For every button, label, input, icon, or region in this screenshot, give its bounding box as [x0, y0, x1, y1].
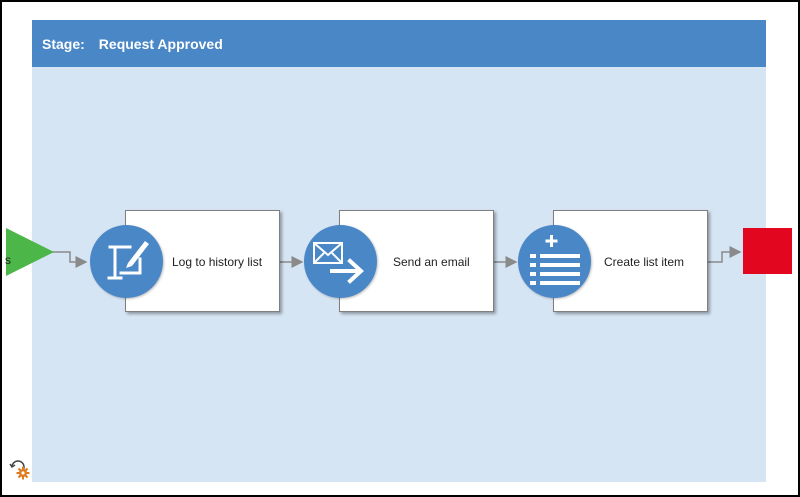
log-history-icon	[90, 225, 163, 298]
stage-title: Request Approved	[98, 35, 223, 52]
connector-create-to-end	[708, 246, 742, 263]
step-label-log: Log to history list	[172, 255, 263, 269]
start-triangle-icon[interactable]	[4, 226, 58, 278]
connector-start-to-log	[52, 251, 88, 268]
stage-prefix: Stage:	[42, 35, 85, 52]
step-label-email: Send an email	[393, 255, 470, 269]
stage-header[interactable]: Stage: Request Approved	[32, 20, 766, 67]
end-square-icon[interactable]	[743, 228, 792, 274]
send-email-icon	[304, 225, 377, 298]
start-cut-label: s	[5, 253, 11, 267]
create-list-item-icon	[518, 225, 591, 298]
step-label-create: Create list item	[604, 255, 685, 269]
workflow-settings-icon[interactable]	[8, 458, 30, 480]
